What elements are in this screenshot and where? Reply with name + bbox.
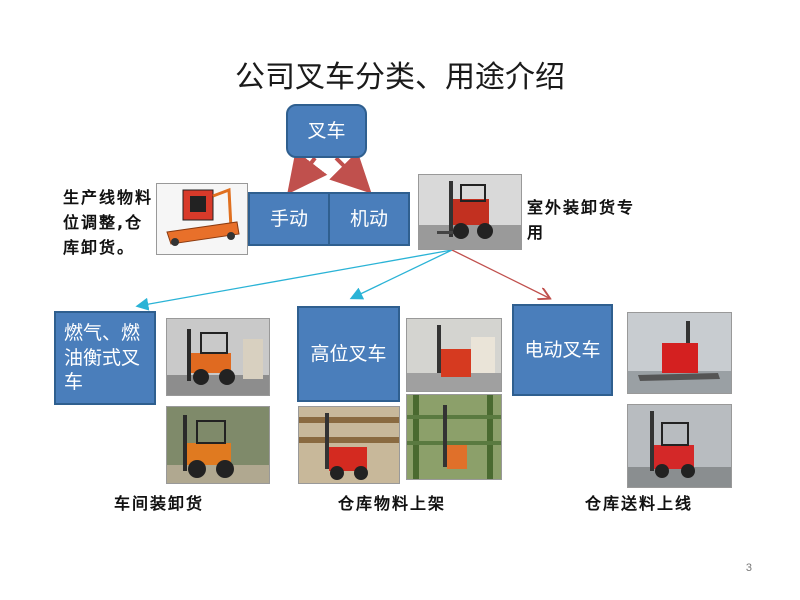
page-title: 公司叉车分类、用途介绍 [235, 60, 565, 95]
root-box: 叉车 [286, 104, 367, 158]
reach-truck-photo-1 [406, 318, 502, 392]
gas-forklift-photo-1 [166, 318, 270, 396]
category-gas-forklift-box: 燃气、燃油衡式叉车 [54, 311, 156, 405]
category-gas-forklift-label: 燃气、燃油衡式叉车 [64, 322, 141, 394]
page-number: 3 [745, 562, 752, 574]
reach-truck-photo-2 [298, 406, 400, 484]
manual-label: 手动 [269, 207, 308, 230]
arrow-root-motorized [329, 151, 372, 194]
arrow-root-manual [287, 150, 328, 195]
usage-reach-label: 仓库物料上架 [338, 494, 447, 513]
gas-forklift-photo-2 [166, 406, 270, 484]
category-reach-truck-box: 高位叉车 [297, 306, 400, 402]
manual-use-label: 生产线物料位调整,仓库卸货。 [63, 188, 154, 257]
motorized-label: 机动 [349, 207, 388, 230]
manual-box: 手动 [248, 192, 330, 246]
electric-forklift-photo-2 [627, 404, 732, 488]
outdoor-use-label: 室外装卸货专用 [527, 198, 636, 242]
electric-forklift-photo-1 [627, 312, 732, 394]
category-reach-truck-label: 高位叉车 [310, 342, 387, 365]
arrow-to-electric [451, 249, 549, 298]
arrow-to-gas [135, 249, 453, 311]
category-electric-label: 电动叉车 [524, 338, 601, 361]
motorized-box: 机动 [328, 192, 410, 246]
outdoor-forklift-photo [418, 174, 522, 250]
category-electric-box: 电动叉车 [512, 304, 613, 396]
reach-truck-photo-3 [406, 394, 502, 480]
root-label: 叉车 [307, 119, 346, 142]
usage-electric-label: 仓库送料上线 [585, 494, 694, 513]
usage-gas-label: 车间装卸货 [114, 494, 205, 513]
arrow-to-reach [349, 249, 453, 300]
pallet-jack-photo [156, 183, 248, 255]
